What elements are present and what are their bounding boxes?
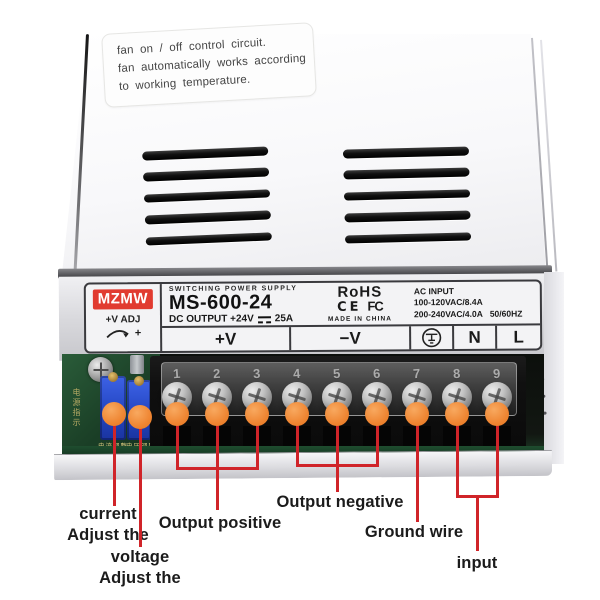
terminal-strip: 1 2 3 4 5 6: [157, 358, 517, 454]
terminal-marker-dot: [445, 402, 469, 426]
brand-logo: MZMW: [92, 289, 154, 310]
label-title-block: SWITCHING POWER SUPPLY MS-600-24 DC OUTP…: [162, 284, 314, 325]
terminal-marker-dot: [165, 402, 189, 426]
terminal: 6: [357, 358, 397, 454]
label-right-section: SWITCHING POWER SUPPLY MS-600-24 DC OUTP…: [161, 281, 541, 351]
callout-line-t4: [295, 410, 299, 467]
fcc-mark-icon: FC: [367, 298, 383, 314]
annotation-current-line2: Adjust the: [67, 526, 149, 545]
terminal-marker-dot: [325, 402, 349, 426]
terminal-label-neutral: N: [452, 325, 496, 350]
label-left-section: MZMW +V ADJ +: [85, 284, 163, 352]
dc-output-text: DC OUTPUT +24V: [168, 312, 254, 325]
callout-line-t3: [255, 410, 259, 470]
terminal: 4: [277, 358, 317, 454]
current-pot-marker-dot: [102, 402, 126, 426]
pot-screw-icon: [108, 372, 118, 382]
callout-line-voltage: [138, 415, 142, 547]
terminal-label-negative: −V: [289, 326, 410, 351]
made-in-label: MADE IN CHINA: [327, 315, 393, 323]
annotation-current-line1: current: [79, 505, 137, 523]
callout-bracket-positive: [175, 467, 259, 470]
annotation-voltage-line2: Adjust the: [99, 569, 181, 588]
dc-symbol-icon: [257, 316, 271, 325]
pcb-edge: [62, 446, 544, 454]
terminal-label-positive: +V: [214, 329, 237, 349]
terminal-bay: 电源指示 电流调整 电压调整 1 2 3: [62, 354, 544, 454]
terminal-marker-dot: [405, 402, 429, 426]
vent-slot: [142, 167, 270, 182]
vent-slots-left: [142, 146, 272, 246]
vent-slots-right: [342, 146, 472, 244]
annotation-ground-wire: Ground wire: [364, 523, 464, 541]
terminal: 9: [477, 358, 517, 454]
vent-slot: [342, 146, 470, 159]
terminal: 1: [157, 358, 197, 454]
callout-line-t8: [455, 410, 459, 498]
ac-input-line2: 200-240VAC/4.0A: [413, 308, 483, 319]
callout-line-ground: [415, 410, 419, 522]
standoff-post: [130, 355, 144, 374]
pot-screw-icon: [134, 376, 144, 386]
callout-bracket-negative: [295, 464, 379, 467]
label-info-row: SWITCHING POWER SUPPLY MS-600-24 DC OUTP…: [161, 281, 541, 329]
callout-line-current: [112, 412, 116, 506]
ac-input-line1: 100-120VAC/8.4A: [413, 297, 483, 308]
annotation-output-positive: Output positive: [158, 514, 282, 532]
ce-mark-icon: CE: [336, 300, 362, 316]
terminal: 2: [197, 358, 237, 454]
spec-label: MZMW +V ADJ + SWITCHING POWER SUPPLY MS-…: [83, 279, 543, 354]
ac-input-title: AC INPUT: [413, 286, 455, 297]
vent-slot: [343, 167, 470, 180]
callout-stem-positive: [215, 470, 219, 510]
fan-notice-sticker: fan on / off control circuit.fan automat…: [101, 22, 317, 108]
callout-bracket-input: [455, 495, 499, 498]
adjust-plus-sign: +: [134, 326, 142, 339]
ac-frequency: 50/60HZ: [489, 308, 523, 319]
terminal: 7: [397, 358, 437, 454]
case-right-side: [544, 272, 564, 464]
voltage-adjust-label: +V ADJ: [105, 314, 141, 326]
terminal: 8: [437, 358, 477, 454]
annotation-current: current Adjust the: [48, 504, 168, 547]
rohs-mark: RoHS: [337, 283, 383, 302]
callout-line-t6: [375, 410, 379, 467]
certification-block: RoHS CE FC MADE IN CHINA: [314, 283, 406, 323]
terminal-marker-dot: [365, 402, 389, 426]
ground-icon: [422, 328, 442, 348]
annotation-output-negative: Output negative: [276, 493, 404, 511]
pcb-vertical-label: 电源指示: [72, 388, 81, 428]
ac-input-block: AC INPUT 100-120VAC/8.4A 200-240VAC/4.0A…: [406, 286, 540, 320]
vent-slot: [343, 189, 471, 201]
callout-line-t9: [495, 410, 499, 498]
terminal-label-line: L: [495, 325, 541, 349]
terminal-marker-dot: [205, 402, 229, 426]
terminal-marker-dot: [245, 402, 269, 426]
callout-line-t5: [335, 410, 339, 467]
terminal-marker-dot: [485, 402, 509, 426]
annotation-input: input: [456, 554, 498, 572]
terminal: 3: [237, 358, 277, 454]
callout-line-t1: [175, 410, 179, 470]
dc-output-current: 25A: [274, 312, 294, 324]
dc-output-spec: DC OUTPUT +24V 25A: [168, 312, 314, 325]
voltage-pot-marker-dot: [128, 405, 152, 429]
terminal-marker-dot: [285, 402, 309, 426]
terminal-label-row: +V −V N L: [162, 325, 541, 351]
vent-slot: [144, 210, 272, 225]
annotation-voltage-line1: voltage: [110, 548, 170, 566]
callout-line-t2: [215, 410, 219, 470]
cert-marks: CE FC: [314, 298, 406, 316]
annotation-voltage: voltage Adjust the: [80, 547, 200, 590]
vent-slot: [143, 189, 271, 203]
terminal: 5: [317, 358, 357, 454]
adjust-arrow-icon: [106, 330, 129, 339]
callout-stem-negative: [335, 467, 339, 492]
callout-stem-input: [475, 498, 479, 551]
vent-slot: [344, 210, 471, 223]
model-number: MS-600-24: [168, 290, 273, 314]
terminal-label-ground: [409, 326, 453, 350]
